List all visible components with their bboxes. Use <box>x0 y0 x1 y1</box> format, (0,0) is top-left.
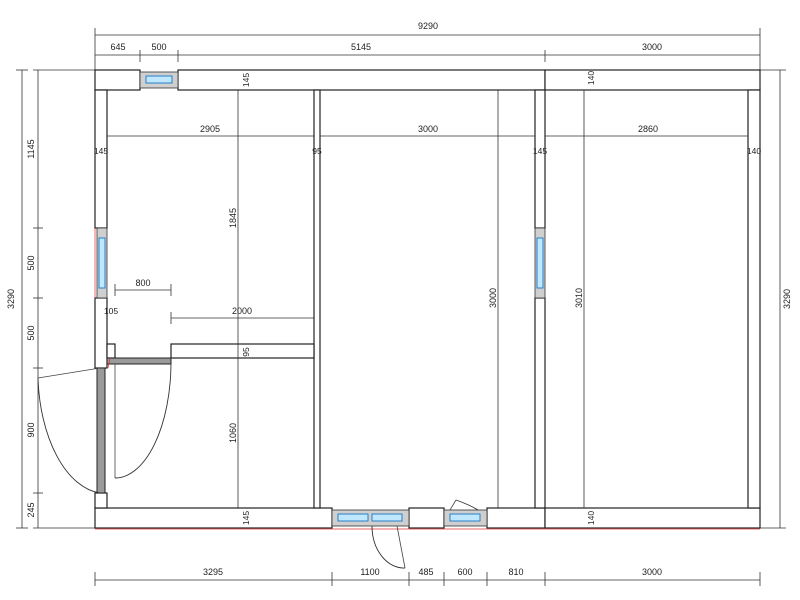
dim-room2-height: 3000 <box>488 288 498 308</box>
wall-thickness-bottom-1: 145 <box>241 511 251 525</box>
dim-closet-width: 800 <box>135 278 150 288</box>
door-bottom-small <box>449 499 479 511</box>
dim-top-2: 500 <box>151 42 166 52</box>
dim-right-outer: 3290 <box>782 289 792 309</box>
dim-top-1: 645 <box>110 42 125 52</box>
wall-thickness-bottom-2: 140 <box>586 511 596 525</box>
dim-left-5: 245 <box>26 502 36 517</box>
door-bottom <box>371 525 406 569</box>
windows <box>94 71 546 527</box>
wall-thickness-left: 145 <box>94 146 108 156</box>
dim-bottom-6: 3000 <box>642 567 662 577</box>
dim-bottom-1: 3295 <box>203 567 223 577</box>
dim-partition-length: 2000 <box>232 306 252 316</box>
dim-room1-height: 1845 <box>228 208 238 228</box>
window-top <box>139 71 179 89</box>
wall-thickness-top-2: 140 <box>586 71 596 85</box>
dim-bottom-2: 1100 <box>360 567 379 577</box>
interior-dimension-lines <box>107 90 748 508</box>
right-dimensions: 3290 <box>760 69 792 529</box>
top-dimensions: 9290 645 500 5145 3000 <box>94 21 761 70</box>
dim-room1-width: 2905 <box>200 124 220 134</box>
wall-thickness-partition: 95 <box>241 347 251 357</box>
bottom-dimensions: 3295 1100 485 600 810 3000 <box>94 567 761 586</box>
window-middle <box>534 227 546 299</box>
window-left <box>94 227 108 299</box>
wall-thickness-closet: 105 <box>104 306 118 316</box>
interior-labels: 2905 3000 2860 1845 1060 3000 3010 800 2… <box>94 71 761 525</box>
left-dimensions: 3290 1145 500 500 900 245 <box>6 69 95 529</box>
dim-room2-width: 3000 <box>418 124 438 134</box>
dim-bottom-5: 810 <box>508 567 523 577</box>
dim-top-total: 9290 <box>418 21 438 31</box>
wall-thickness-top-1: 145 <box>241 73 251 87</box>
window-bottom-right <box>443 509 488 527</box>
dim-room3-width: 2860 <box>638 124 658 134</box>
interior-walls <box>96 89 546 509</box>
dim-top-4: 3000 <box>642 42 662 52</box>
doors <box>37 357 479 569</box>
dim-room3-height: 3010 <box>574 288 584 308</box>
dim-left-outer: 3290 <box>6 289 16 309</box>
wall-thickness-right: 140 <box>747 146 761 156</box>
dim-lower-room-height: 1060 <box>228 423 238 443</box>
dim-left-2: 500 <box>26 255 36 270</box>
door-entrance <box>37 367 101 494</box>
outer-walls <box>94 69 761 530</box>
dim-bottom-4: 600 <box>457 567 472 577</box>
dim-left-1: 1145 <box>26 139 36 158</box>
wall-thickness-middle: 145 <box>533 146 547 156</box>
door-closet <box>107 357 172 479</box>
dim-left-4: 900 <box>26 422 36 437</box>
dim-left-3: 500 <box>26 325 36 340</box>
dim-top-3: 5145 <box>351 42 371 52</box>
wall-thickness-center: 95 <box>312 146 322 156</box>
window-bottom-left <box>331 509 410 527</box>
dim-bottom-3: 485 <box>418 567 433 577</box>
